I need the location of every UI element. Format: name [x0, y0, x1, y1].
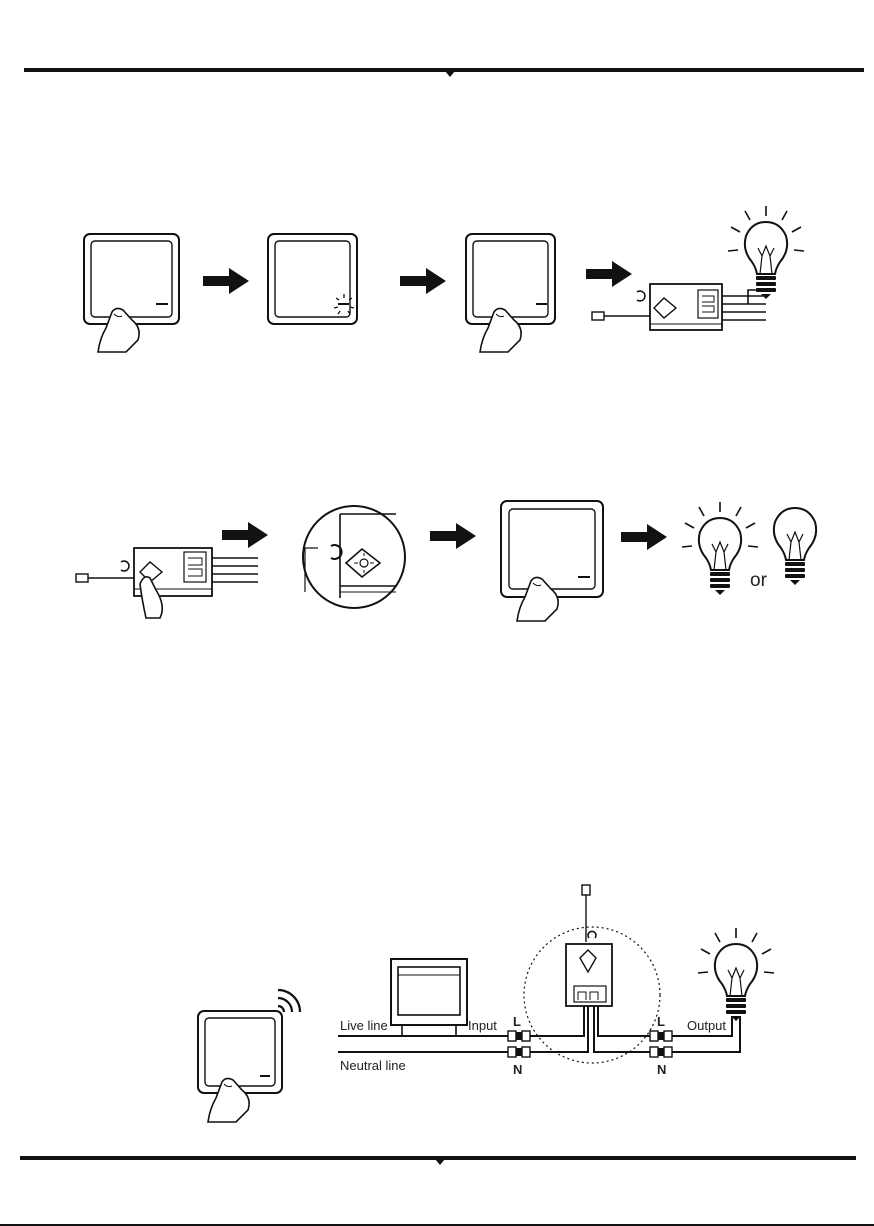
arrow-icon: [621, 524, 667, 550]
panel-touch-1: [84, 234, 179, 352]
receiver-module-3: [530, 885, 650, 1052]
output-n-connector: [650, 1047, 672, 1057]
output-l-label: L: [657, 1014, 665, 1029]
panel-blinking: [268, 234, 357, 324]
arrow-icon: [222, 522, 268, 548]
panel-touch-2: [466, 234, 555, 352]
bottom-rule-notch: [435, 1159, 445, 1165]
output-l-connector: [650, 1031, 672, 1041]
receiver-module-2: [76, 548, 258, 618]
output-label: Output: [687, 1018, 726, 1033]
arrow-icon: [586, 261, 632, 287]
or-text: or: [750, 570, 768, 591]
zoom-circle: [303, 506, 405, 608]
reset-icon: [121, 561, 129, 571]
reset-icon: [637, 291, 645, 301]
bulb-on-icon: [698, 928, 774, 1021]
input-l-label: L: [513, 1014, 521, 1029]
output-n-label: N: [657, 1062, 666, 1077]
bulb-on-icon: [682, 502, 758, 595]
wireless-signal-icon: [278, 990, 300, 1012]
reset-icon: [588, 931, 596, 938]
receiver-module-1: [592, 284, 766, 330]
neutral-line-label: Neutral line: [340, 1058, 406, 1073]
arrow-icon: [400, 268, 446, 294]
remote-switch-panel: [198, 990, 300, 1122]
live-line-label: Live line: [340, 1018, 388, 1033]
bulb-off-icon: [774, 508, 816, 585]
input-n-label: N: [513, 1062, 522, 1077]
arrow-icon: [203, 268, 249, 294]
wall-switch-box: [391, 959, 467, 1036]
arrow-icon: [430, 523, 476, 549]
panel-touch-3: [501, 501, 603, 621]
bulb-on-icon: [728, 206, 804, 299]
input-label: Input: [468, 1018, 497, 1033]
input-l-connector: [508, 1031, 530, 1041]
input-n-connector: [508, 1047, 530, 1057]
